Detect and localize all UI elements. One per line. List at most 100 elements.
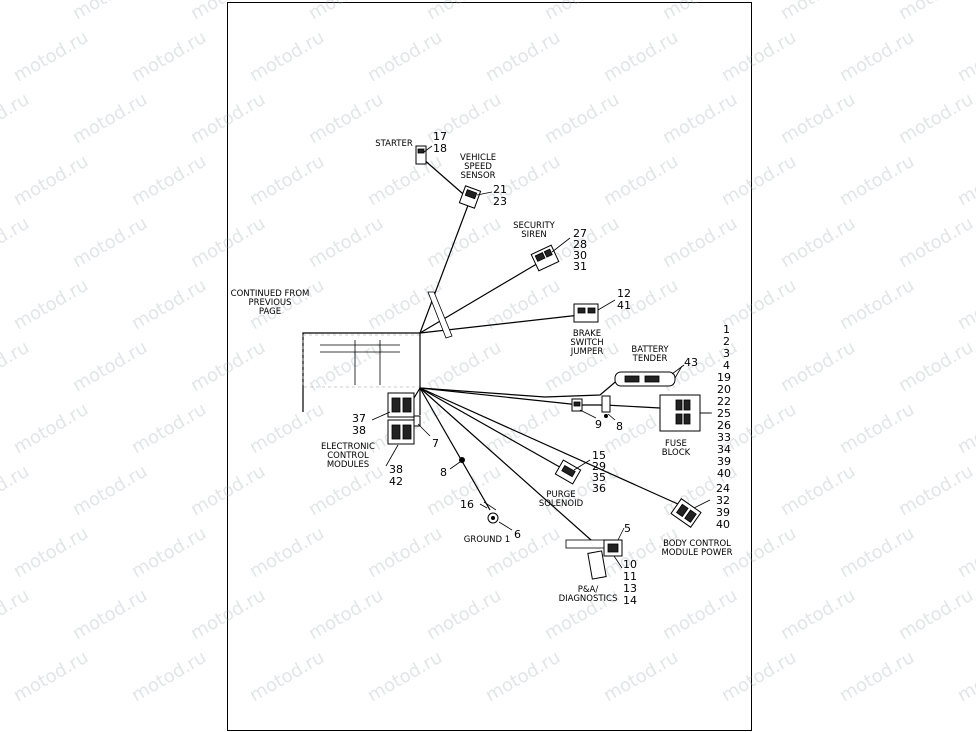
splice-8-left: [459, 457, 465, 463]
watermark-text: motod.ru: [482, 399, 564, 458]
watermark-text: motod.ru: [423, 585, 505, 644]
label-brake-1: BRAKE: [573, 329, 601, 339]
watermark-text: motod.ru: [128, 647, 210, 706]
watermark-text: motod.ru: [659, 213, 741, 272]
watermark-text: motod.ru: [0, 337, 33, 396]
callout-siren-28: 28: [573, 238, 587, 251]
watermark-text: motod.ru: [482, 647, 564, 706]
callout-bcm-39: 39: [716, 506, 730, 519]
watermark-text: motod.ru: [305, 0, 387, 24]
watermark-text: motod.ru: [0, 213, 33, 272]
connector-9: [571, 398, 583, 412]
watermark-text: motod.ru: [659, 89, 741, 148]
ecm-top: [387, 392, 415, 418]
label-bcm-1: BODY CONTROL: [663, 539, 731, 549]
watermark-text: motod.ru: [187, 89, 269, 148]
watermark-text: motod.ru: [836, 27, 918, 86]
watermark-text: motod.ru: [0, 89, 33, 148]
watermark-text: motod.ru: [954, 399, 976, 458]
label-purge-2: SOLENOID: [539, 499, 584, 509]
watermark-text: motod.ru: [777, 585, 859, 644]
watermark-text: motod.ru: [777, 213, 859, 272]
watermark-text: motod.ru: [187, 0, 269, 24]
callout-5: 5: [624, 522, 631, 535]
callout-pa-10: 10: [623, 558, 637, 571]
watermark-text: motod.ru: [541, 0, 623, 24]
watermark-text: motod.ru: [10, 151, 92, 210]
callout-pa-13: 13: [623, 582, 637, 595]
callout-fuse-22: 22: [717, 395, 731, 408]
label-vss-1: VEHICLE: [460, 153, 496, 163]
callout-8-right: 8: [616, 420, 623, 433]
watermark-text: motod.ru: [423, 337, 505, 396]
label-vss-2: SPEED: [464, 162, 492, 172]
callout-tender-43: 43: [684, 356, 698, 369]
callout-ecm-38: 38: [352, 424, 366, 437]
watermark-text: motod.ru: [364, 523, 446, 582]
callout-fuse-25: 25: [717, 407, 731, 420]
callout-16: 16: [460, 498, 474, 511]
watermark-text: motod.ru: [246, 151, 328, 210]
watermark-text: motod.ru: [954, 523, 976, 582]
watermark-text: motod.ru: [305, 213, 387, 272]
watermark-text: motod.ru: [895, 89, 976, 148]
watermark-text: motod.ru: [954, 647, 976, 706]
bcm-power-connector: [670, 498, 702, 528]
callout-brake-12: 12: [617, 287, 631, 300]
watermark-text: motod.ru: [10, 275, 92, 334]
watermark-text: motod.ru: [10, 523, 92, 582]
callout-fuse-26: 26: [717, 419, 731, 432]
watermark-text: motod.ru: [69, 461, 151, 520]
watermark-text: motod.ru: [777, 89, 859, 148]
watermark-text: motod.ru: [187, 213, 269, 272]
watermark-text: motod.ru: [187, 337, 269, 396]
callout-bcm-40: 40: [716, 518, 730, 531]
watermark-text: motod.ru: [600, 275, 682, 334]
watermark-text: motod.ru: [954, 275, 976, 334]
watermark-text: motod.ru: [364, 151, 446, 210]
label-brake-2: SWITCH: [570, 338, 603, 348]
watermark-text: motod.ru: [246, 523, 328, 582]
watermark-text: motod.ru: [895, 0, 976, 24]
watermark-text: motod.ru: [187, 461, 269, 520]
pa-diagnostics-connector: [565, 539, 623, 580]
watermark-text: motod.ru: [718, 647, 800, 706]
callout-starter-18: 18: [433, 142, 447, 155]
watermark-text: motod.ru: [10, 27, 92, 86]
watermark-text: motod.ru: [718, 151, 800, 210]
callout-ecm-38b: 38: [389, 463, 403, 476]
watermark-text: motod.ru: [541, 89, 623, 148]
watermark-text: motod.ru: [836, 647, 918, 706]
callout-purge-36: 36: [592, 482, 606, 495]
label-tender-2: TENDER: [632, 354, 668, 364]
watermark-text: motod.ru: [777, 461, 859, 520]
watermark-text: motod.ru: [718, 27, 800, 86]
watermark-text: motod.ru: [600, 647, 682, 706]
watermark-text: motod.ru: [777, 0, 859, 24]
callout-fuse-20: 20: [717, 383, 731, 396]
battery-tender-connector: [614, 365, 683, 387]
watermark-text: motod.ru: [600, 151, 682, 210]
fuse-block: [659, 394, 712, 432]
callout-fuse-4: 4: [723, 359, 730, 372]
watermark-text: motod.ru: [0, 585, 33, 644]
callout-siren-27: 27: [573, 227, 587, 240]
callout-pa-14: 14: [623, 594, 637, 607]
callout-purge-15: 15: [592, 449, 606, 462]
callout-siren-31: 31: [573, 260, 587, 273]
watermark-text: motod.ru: [423, 0, 505, 24]
callout-purge-29: 29: [592, 460, 606, 473]
callout-9: 9: [595, 418, 602, 431]
label-bcm-2: MODULE POWER: [661, 548, 732, 558]
component-labels: STARTER VEHICLE SPEED SENSOR SECURITY SI…: [231, 139, 733, 604]
callout-ecm-37: 37: [352, 412, 366, 425]
watermark-text: motod.ru: [0, 0, 33, 24]
label-fuse-1: FUSE: [665, 439, 687, 449]
watermark-text: motod.ru: [836, 523, 918, 582]
wiring-harness: [302, 157, 681, 549]
callout-purge-35: 35: [592, 471, 606, 484]
watermark-text: motod.ru: [128, 275, 210, 334]
watermark-text: motod.ru: [128, 399, 210, 458]
